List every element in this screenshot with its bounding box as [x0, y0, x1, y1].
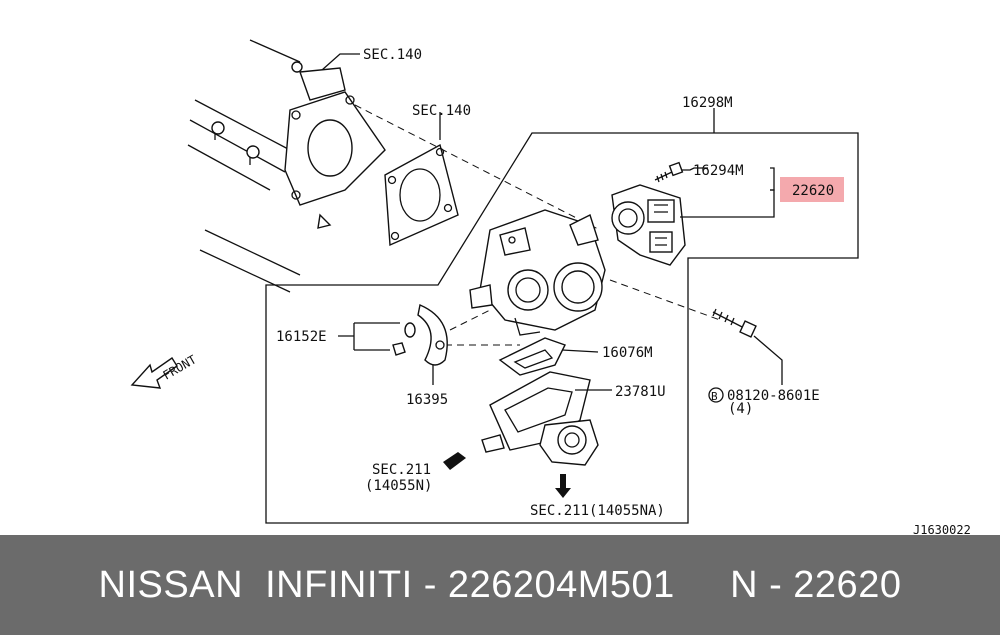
- arrow-down-icon: [555, 474, 571, 498]
- label-16395: 16395: [406, 392, 448, 408]
- throttle-position-sensor: [611, 184, 686, 266]
- throttle-chamber-23781u: [481, 371, 599, 466]
- throttle-body: [469, 209, 606, 336]
- label-16294m: 16294M: [693, 163, 744, 179]
- clip-16152e: [392, 322, 416, 356]
- gasket-sec140: [384, 143, 459, 247]
- label-08120-8601e: 08120-8601E: [727, 388, 820, 404]
- arrow-left-icon: [443, 452, 466, 470]
- label-bolt-marker: B: [711, 390, 718, 403]
- label-sec211-left: SEC.211: [372, 462, 431, 478]
- assembly-outline: [265, 132, 859, 524]
- front-arrow-icon: [130, 357, 178, 389]
- footer-bar: NISSAN INFINITI - 226204M501 N - 22620: [0, 535, 1000, 635]
- label-sec140-gasket: SEC.140: [412, 103, 471, 119]
- label-front: FRONT: [161, 352, 199, 382]
- label-16152e: 16152E: [276, 329, 327, 345]
- bolt-08120: [712, 308, 757, 338]
- gasket-16076m: [498, 337, 566, 376]
- label-23781u: 23781U: [615, 384, 666, 400]
- label-sec211-bottom: SEC.211(14055NA): [530, 503, 665, 519]
- label-16076m: 16076M: [602, 345, 653, 361]
- label-ref-code: J1630022: [913, 523, 971, 535]
- label-16298m: 16298M: [682, 95, 733, 111]
- footer-title: NISSAN INFINITI - 226204M501 N - 22620: [98, 563, 902, 606]
- highlight-22620: [780, 177, 844, 202]
- label-22620: 22620: [792, 183, 834, 199]
- screw-16294m: [654, 161, 684, 183]
- bolt-marker-circle: [708, 387, 724, 403]
- label-sec211-left-sub: (14055N): [365, 478, 432, 494]
- label-bolt-qty: (4): [728, 401, 753, 417]
- bracket-16395: [417, 304, 448, 366]
- parts-diagram: SEC.140 SEC.140 16298M 16294M 22620 1615…: [130, 39, 971, 535]
- intake-manifold: [187, 39, 386, 293]
- label-sec140-top: SEC.140: [363, 47, 422, 63]
